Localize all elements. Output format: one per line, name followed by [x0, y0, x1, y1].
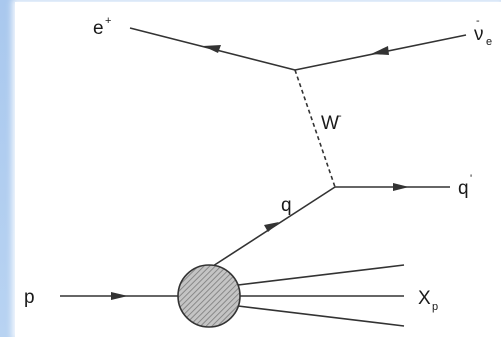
antineutrino-arrow [371, 46, 389, 55]
positron-symbol: e [93, 18, 104, 39]
outgoing-quark-prime: ' [470, 173, 472, 185]
outgoing-quark-label: q ' [458, 173, 472, 199]
remnant-line-lower [237, 305, 405, 327]
proton-label: p [24, 287, 35, 308]
proton-blob [177, 264, 241, 328]
remnant-label: X p [418, 288, 438, 313]
outgoing-quark-symbol: q [458, 178, 469, 199]
remnant-subscript: p [432, 301, 438, 313]
antineutrino-flavor: e [486, 36, 492, 48]
antineutrino-label: ν - e [474, 15, 492, 48]
proton-arrow [111, 292, 128, 300]
antineutrino-bar: - [476, 15, 480, 27]
remnant-lines [237, 264, 405, 327]
incoming-quark-arrow [264, 222, 279, 232]
w-boson-label: W - [321, 110, 342, 134]
lepton-lines [129, 27, 467, 71]
w-boson-symbol: W [321, 113, 339, 134]
antineutrino-symbol: ν [474, 24, 484, 45]
positron-arrow [203, 45, 221, 53]
remnant-line-upper [237, 264, 405, 286]
quark-lines [212, 186, 450, 267]
outgoing-quark-arrow [393, 183, 409, 191]
positron-label: e + [93, 15, 111, 39]
incoming-quark-label: q [281, 195, 292, 216]
remnant-symbol: X [418, 288, 431, 309]
w-boson-charge: - [338, 110, 342, 122]
diagram-panel [15, 2, 501, 337]
positron-charge: + [105, 15, 111, 27]
